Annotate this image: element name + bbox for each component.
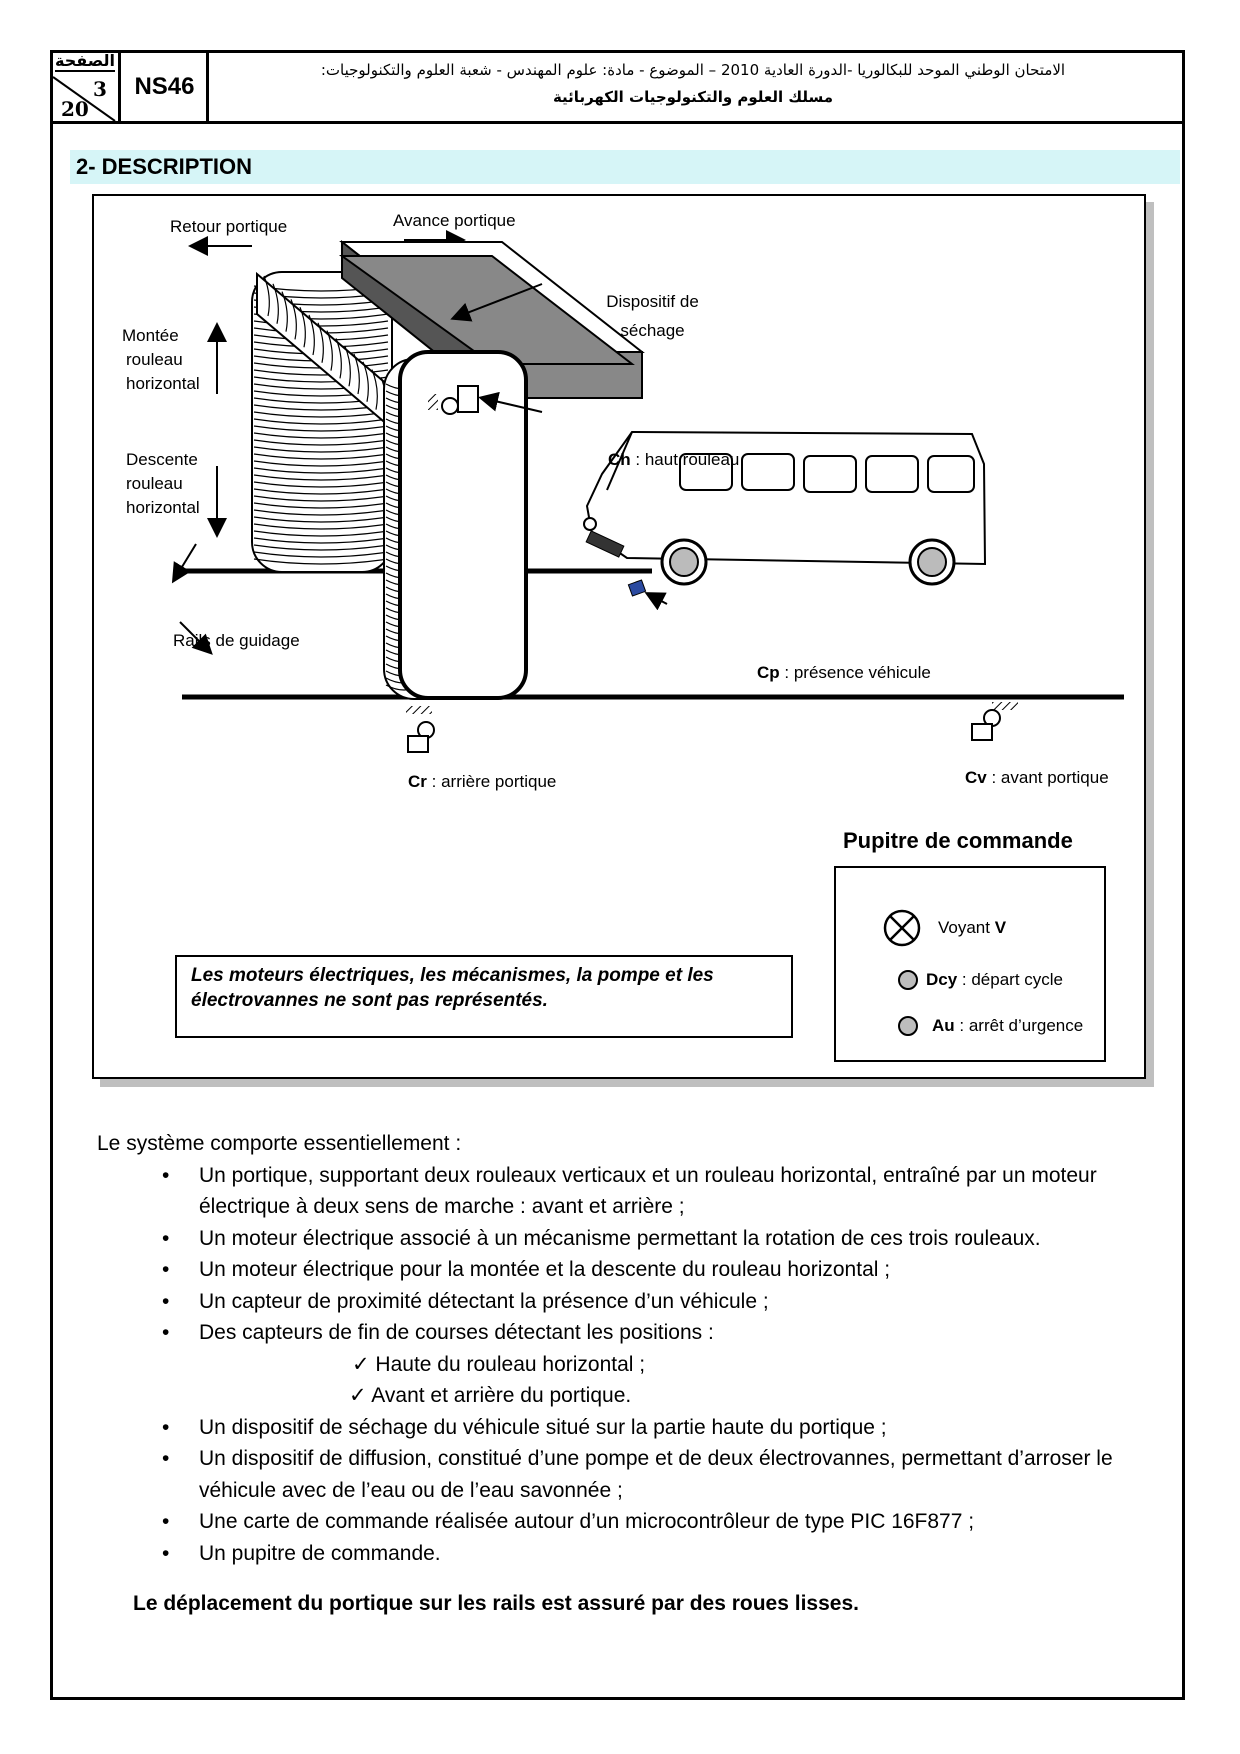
page-label: الصفحة: [55, 51, 116, 72]
sensor-cp: [627, 579, 647, 597]
label-ch-text: : haut rouleau: [630, 450, 740, 469]
label-cv-text: : avant portique: [986, 768, 1109, 787]
label-cv: Cv : avant portique: [965, 766, 1109, 790]
list-item: Des capteurs de fin de courses détectant…: [97, 1317, 1177, 1349]
page-current: 3: [93, 77, 107, 101]
check-item: ✓ Haute du rouleau horizontal ;: [352, 1352, 646, 1376]
label-cp: Cp : présence véhicule: [757, 661, 931, 685]
header: الصفحة 3 20 NS46 الامتحان الوطني الموحد …: [50, 50, 1185, 124]
bus: [583, 430, 987, 586]
sensor-cr: [406, 706, 435, 753]
sensor-ch: [428, 385, 479, 415]
panel-au: Au : arrêt d’urgence: [932, 1016, 1083, 1036]
label-retour-portique: Retour portique: [170, 217, 288, 236]
label-descente-line3: horizontal: [126, 498, 200, 517]
note-box: Les moteurs électriques, les mécanismes,…: [175, 955, 793, 1038]
arrow-ch: [478, 391, 543, 413]
front-vertical-roller: [383, 350, 528, 700]
list-item: Une carte de commande réalisée autour d’…: [97, 1506, 1177, 1538]
list-item: Un dispositif de diffusion, constitué d’…: [97, 1443, 1177, 1506]
exam-code: NS46: [123, 53, 209, 121]
voyant-label: Voyant: [938, 918, 995, 937]
label-rails: Rails de guidage: [173, 631, 300, 650]
au-code: Au: [932, 1016, 955, 1035]
section-title: 2- DESCRIPTION: [70, 150, 1180, 184]
label-montee: Montée rouleau horizontal: [122, 324, 200, 396]
label-montee-line2: rouleau: [126, 350, 183, 369]
label-ch: Ch : haut rouleau: [608, 448, 739, 472]
page-box-diagonal: [53, 76, 116, 121]
list-item: Un pupitre de commande.: [97, 1538, 1177, 1570]
car-wash-diagram: [171, 230, 1124, 753]
dcy-button[interactable]: [898, 970, 918, 990]
label-dispositif-sechage: Dispositif de séchage: [600, 290, 705, 343]
intro-text: Le système comporte essentiellement :: [97, 1132, 462, 1155]
arrow-sechage: [450, 283, 543, 322]
label-sechage-line1: Dispositif de: [606, 292, 699, 311]
system-description: Le système comporte essentiellement : Un…: [97, 1128, 1177, 1569]
label-ch-code: Ch: [608, 450, 631, 469]
label-cr-text: : arrière portique: [426, 772, 557, 791]
footer-note: Le déplacement du portique sur les rails…: [133, 1592, 859, 1615]
header-title-line2: مسلك العلوم والتكنولوجيات الكهربائية: [552, 88, 834, 106]
label-cv-code: Cv: [965, 768, 987, 787]
arrow-rail-2: [179, 621, 213, 655]
label-sechage-line2: séchage: [620, 321, 685, 340]
list-item: Un dispositif de séchage du véhicule sit…: [97, 1412, 1177, 1444]
label-descente-line2: rouleau: [126, 474, 183, 493]
label-cp-text: : présence véhicule: [779, 663, 931, 682]
label-cr-code: Cr: [408, 772, 427, 791]
label-cr: Cr : arrière portique: [408, 770, 556, 794]
check-item: ✓ Avant et arrière du portique.: [349, 1384, 632, 1407]
label-avance-portique: Avance portique: [393, 211, 516, 230]
panel-voyant: Voyant V: [938, 918, 1006, 938]
dcy-code: Dcy: [926, 970, 958, 989]
page-total: 20: [61, 97, 89, 121]
list-item: Un moteur électrique associé à un mécani…: [97, 1223, 1177, 1255]
page-number-box: الصفحة 3 20: [53, 51, 121, 121]
control-panel: Voyant V Dcy : départ cycle Au : arrêt d…: [834, 866, 1106, 1062]
label-descente: Descente rouleau horizontal: [126, 448, 200, 520]
list-item: Un capteur de proximité détectant la pré…: [97, 1286, 1177, 1318]
header-title: الامتحان الوطني الموحد للبكالوريا -الدور…: [218, 57, 1168, 111]
label-montee-line1: Montée: [122, 326, 179, 345]
label-cp-code: Cp: [757, 663, 780, 682]
panel-title: Pupitre de commande: [843, 828, 1073, 853]
label-descente-line1: Descente: [126, 450, 198, 469]
component-list: Un portique, supportant deux rouleaux ve…: [97, 1160, 1177, 1570]
au-text: : arrêt d’urgence: [954, 1016, 1084, 1035]
panel-dcy: Dcy : départ cycle: [926, 970, 1063, 990]
au-button[interactable]: [898, 1016, 918, 1036]
sensor-cv: [971, 702, 1018, 741]
dcy-text: : départ cycle: [957, 970, 1064, 989]
voyant-code: V: [994, 918, 1007, 937]
list-item: Un moteur électrique pour la montée et l…: [97, 1254, 1177, 1286]
list-item: Un portique, supportant deux rouleaux ve…: [97, 1160, 1177, 1223]
arrow-cp: [644, 592, 668, 611]
label-montee-line3: horizontal: [126, 374, 200, 393]
arrow-rail-1: [171, 543, 197, 584]
indicator-lamp-icon: [883, 909, 921, 947]
header-title-line1: الامتحان الوطني الموحد للبكالوريا -الدور…: [320, 61, 1066, 79]
